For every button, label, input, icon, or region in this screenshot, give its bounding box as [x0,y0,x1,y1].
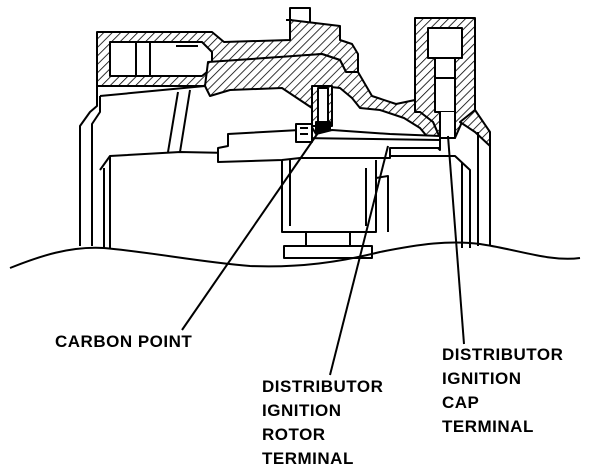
coil-tower-hatched [414,17,476,139]
leader-carbon-point [181,129,321,331]
callout-cap-terminal: DISTRIBUTOR IGNITION CAP TERMINAL [442,343,563,439]
callout-rotor-terminal: DISTRIBUTOR IGNITION ROTOR TERMINAL [262,375,383,471]
callout-carbon-point: CARBON POINT [55,330,192,354]
callout-cap-line-1: DISTRIBUTOR [442,345,564,364]
carbon-point-housing [311,85,333,135]
callout-rotor-line-1: DISTRIBUTOR [262,377,384,396]
callout-rotor-line-3: ROTOR [262,425,326,444]
leader-rotor-terminal [329,145,389,376]
callout-cap-line-3: CAP [442,393,480,412]
callout-carbon-point-line-1: CARBON POINT [55,332,193,351]
callout-cap-line-4: TERMINAL [442,417,534,436]
cap-outer-skirt [79,85,491,246]
callout-cap-line-2: IGNITION [442,369,522,388]
break-line [9,241,581,269]
ignition-rotor [217,123,441,163]
callout-rotor-line-4: TERMINAL [262,449,354,468]
leader-cap-terminal [447,135,465,345]
callout-rotor-line-2: IGNITION [262,401,342,420]
